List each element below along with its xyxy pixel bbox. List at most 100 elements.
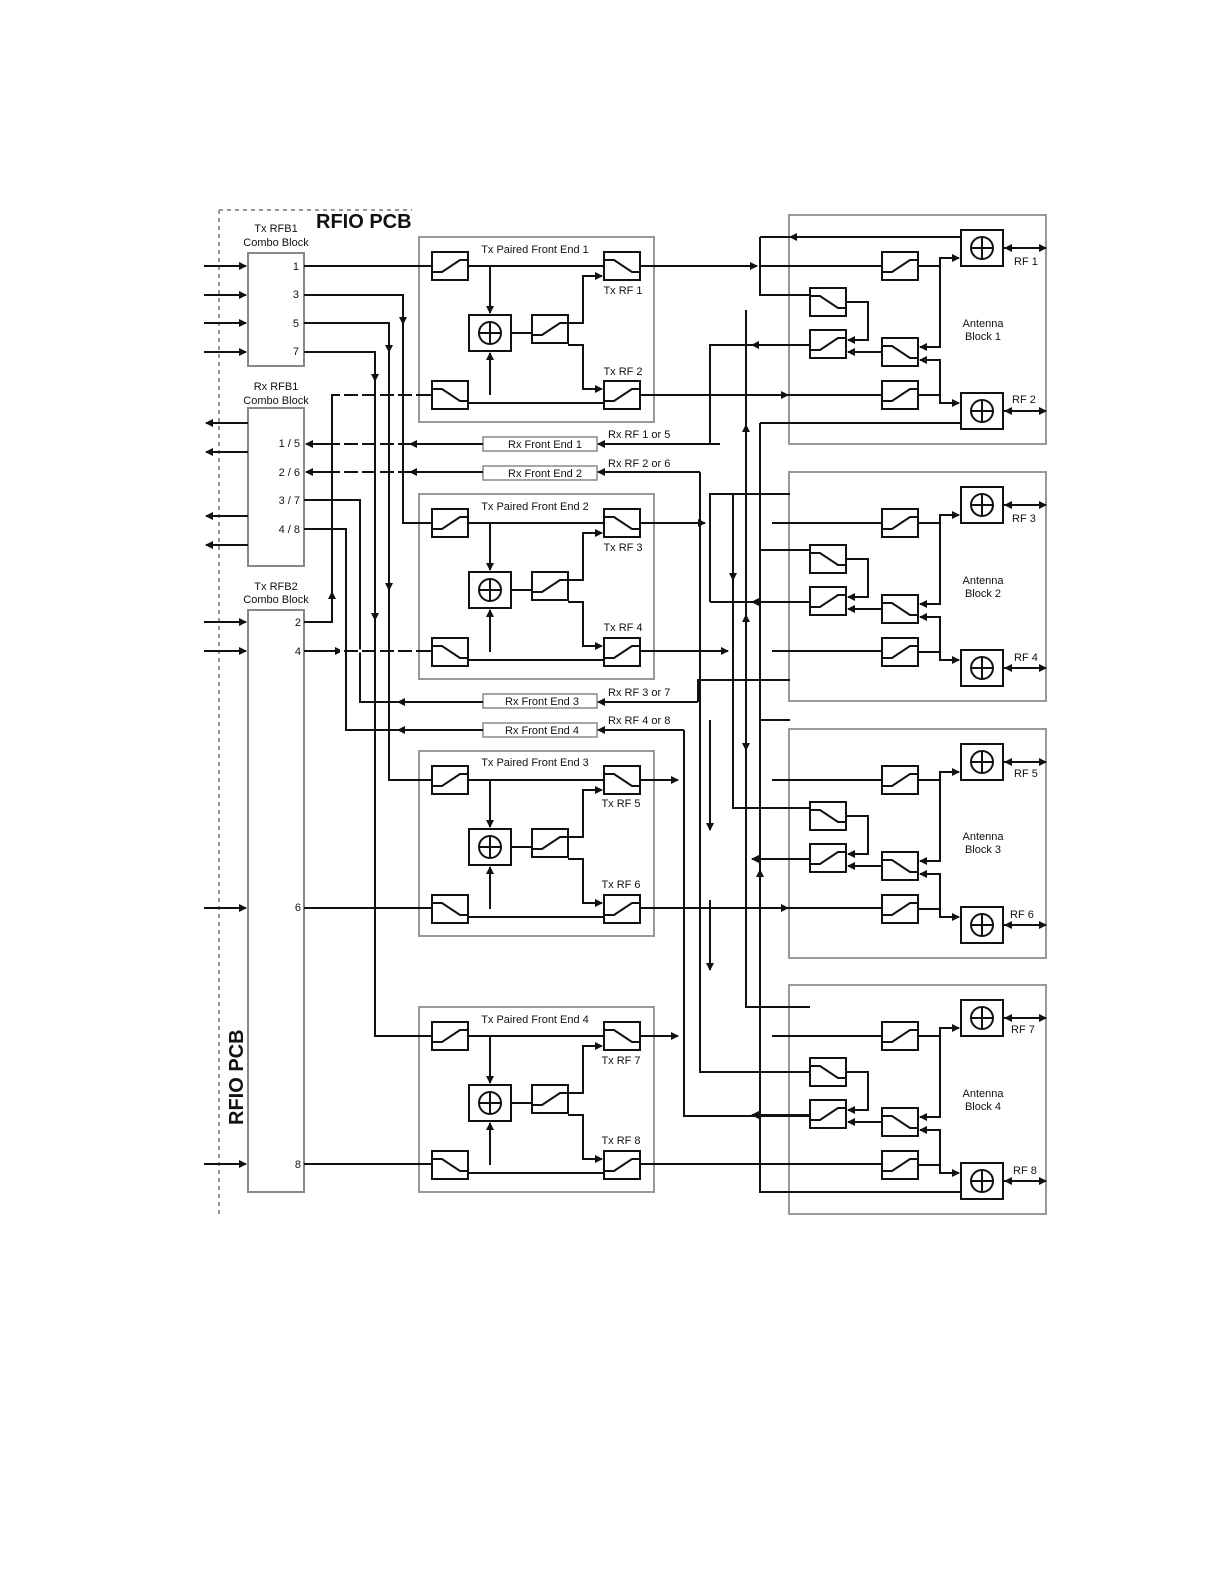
signal-wire xyxy=(919,523,941,608)
tx-rf-label: Tx RF 8 xyxy=(601,1135,640,1147)
rf-port-label: RF 2 xyxy=(1012,394,1036,406)
rx-rfb1-combo-block: Rx RFB1 Combo Block 1 / 5 2 / 6 3 / 7 4 … xyxy=(243,381,309,567)
antenna-switch-icon xyxy=(881,851,919,881)
front-end-combiner-icon xyxy=(468,1084,512,1122)
front-end-select-switch-icon xyxy=(531,314,569,344)
rf-port-label: RF 7 xyxy=(1011,1024,1035,1036)
antenna-combiner-icon xyxy=(960,743,1004,781)
signal-wire xyxy=(846,815,869,858)
tx-rf-label: Tx RF 5 xyxy=(601,798,640,810)
tx-rf-label: Tx RF 2 xyxy=(603,366,642,378)
signal-wire xyxy=(918,768,960,781)
tx-rfb1-title: Tx RFB1 xyxy=(254,223,297,235)
rx-routing-wires xyxy=(397,344,810,1117)
signal-wire xyxy=(918,908,960,921)
front-end-title: Tx Paired Front End 3 xyxy=(481,757,589,769)
antenna-switch-icon xyxy=(809,329,847,359)
signal-wire xyxy=(918,511,960,524)
front-end-title: Tx Paired Front End 1 xyxy=(481,244,589,256)
rx-source-label: Rx RF 4 or 8 xyxy=(608,715,670,727)
tx-rf-label: Tx RF 4 xyxy=(603,622,642,634)
tx-rf-label: Tx RF 3 xyxy=(603,542,642,554)
antenna-switch-icon xyxy=(809,801,847,831)
signal-wire xyxy=(846,1071,869,1114)
front-end-input-switch-icon xyxy=(431,894,469,924)
signal-wire xyxy=(918,254,960,267)
rx-front-end-label: Rx Front End 1 xyxy=(508,439,582,451)
rx-front-end-label: Rx Front End 2 xyxy=(508,468,582,480)
front-end-input-switch-icon xyxy=(431,1021,469,1051)
port-label: 1 xyxy=(293,261,299,273)
tx-rf-label: Tx RF 7 xyxy=(601,1055,640,1067)
antenna-switch-icon xyxy=(881,765,919,795)
rf-port-label: RF 5 xyxy=(1014,768,1038,780)
pcb-label: RFIO PCB xyxy=(316,211,412,233)
pcb-label-side: RFIO PCB xyxy=(226,1029,248,1125)
port-label: 2 / 6 xyxy=(279,467,300,479)
antenna-switch-icon xyxy=(881,337,919,367)
antenna-block-title: Antenna xyxy=(963,831,1005,843)
antenna-switch-icon xyxy=(809,1099,847,1129)
port-label: 1 / 5 xyxy=(279,438,300,450)
antenna-combiner-icon xyxy=(960,229,1004,267)
front-end-combiner-icon xyxy=(468,314,512,352)
signal-wire xyxy=(919,1036,941,1121)
tx-to-antenna-lines xyxy=(640,233,960,1193)
antenna-combiner-icon xyxy=(960,999,1004,1037)
component-layer xyxy=(431,229,1047,1200)
signal-wire xyxy=(846,301,869,344)
front-end-input-switch-icon xyxy=(431,251,469,281)
antenna-switch-icon xyxy=(881,1107,919,1137)
antenna-block-title: Antenna xyxy=(963,1088,1005,1100)
rx-rfb1-title: Rx RFB1 xyxy=(254,381,299,393)
antenna-block-2: Antenna Block 2 RF 3 RF 4 xyxy=(788,471,1047,702)
tx-rfb2-title: Tx RFB2 xyxy=(254,581,297,593)
front-end-select-switch-icon xyxy=(531,571,569,601)
signal-wire xyxy=(918,394,960,407)
port-label: 3 / 7 xyxy=(279,495,300,507)
rx-front-end-4: Rx Front End 4 Rx RF 4 or 8 xyxy=(482,715,670,738)
signal-wire xyxy=(568,344,603,393)
signal-wire xyxy=(568,272,603,324)
antenna-switch-icon xyxy=(809,586,847,616)
antenna-switch-icon xyxy=(881,894,919,924)
front-end-input-switch-icon xyxy=(431,380,469,410)
rf-port-label: RF 4 xyxy=(1014,652,1038,664)
signal-wire xyxy=(568,786,603,838)
antenna-combiner-icon xyxy=(960,1162,1004,1200)
front-end-output-switch-icon xyxy=(603,508,641,538)
signal-wire xyxy=(919,780,941,865)
tx-rfb2-combo-block: Tx RFB2 Combo Block 2 4 6 8 xyxy=(243,581,309,1193)
front-end-output-switch-icon xyxy=(603,380,641,410)
antenna-switch-icon xyxy=(809,1057,847,1087)
signal-wire xyxy=(846,558,869,601)
signal-wire xyxy=(918,651,960,664)
port-label: 7 xyxy=(293,346,299,358)
rf-port-label: RF 3 xyxy=(1012,513,1036,525)
rx-source-label: Rx RF 1 or 5 xyxy=(608,429,670,441)
antenna-combiner-icon xyxy=(960,906,1004,944)
signal-wire xyxy=(918,1164,960,1177)
front-end-output-switch-icon xyxy=(603,1150,641,1180)
tx-rfb1-subtitle: Combo Block xyxy=(243,237,309,249)
rx-front-end-1: Rx Front End 1 Rx RF 1 or 5 xyxy=(482,429,670,452)
rf-port-label: RF 1 xyxy=(1014,256,1038,268)
antenna-block-3: Antenna Block 3 RF 5 RF 6 xyxy=(788,728,1047,959)
rx-front-end-2: Rx Front End 2 Rx RF 2 or 6 xyxy=(482,458,670,481)
tx-rfb1-combo-block: Tx RFB1 Combo Block 1 3 5 7 xyxy=(243,223,309,367)
port-label: 4 / 8 xyxy=(279,524,300,536)
signal-wire xyxy=(568,858,603,907)
antenna-block-title: Antenna xyxy=(963,575,1005,587)
front-end-output-switch-icon xyxy=(603,1021,641,1051)
tx-paired-front-end-4: Tx Paired Front End 4 Tx RF 7 Tx RF 8 xyxy=(418,1006,655,1193)
antenna-combiner-icon xyxy=(960,486,1004,524)
antenna-switch-icon xyxy=(881,380,919,410)
rx-front-end-label: Rx Front End 4 xyxy=(505,725,579,737)
port-label: 4 xyxy=(295,646,301,658)
front-end-combiner-icon xyxy=(468,828,512,866)
tx-rf-label: Tx RF 1 xyxy=(603,285,642,297)
antenna-switch-icon xyxy=(881,1021,919,1051)
rx-source-label: Rx RF 3 or 7 xyxy=(608,687,670,699)
front-end-output-switch-icon xyxy=(603,637,641,667)
